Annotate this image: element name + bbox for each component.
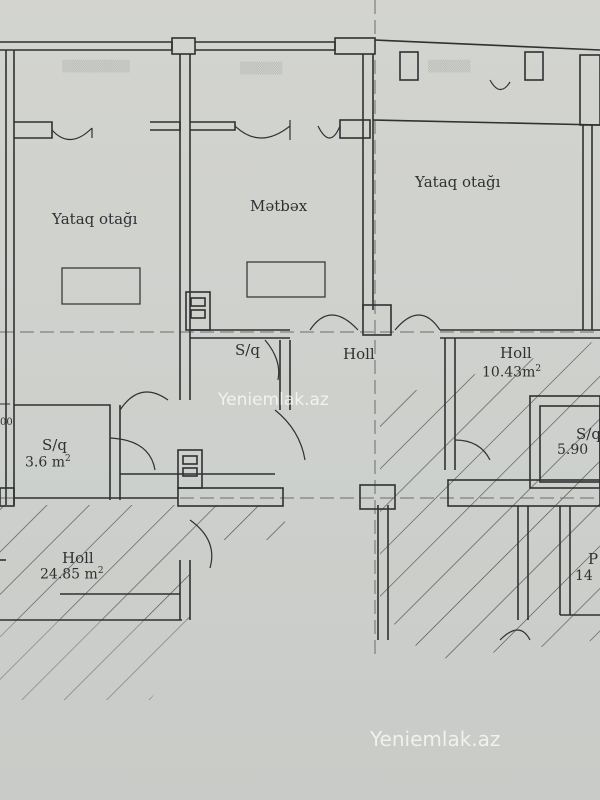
room-area-hall-right: 10.43m2 [482, 364, 542, 381]
room-label-bathroom-left: S/q [42, 436, 67, 454]
room-label-hall-right: Holl [500, 344, 532, 362]
room-label-kitchen: Mətbəx [250, 197, 308, 215]
furniture [61, 261, 326, 305]
room-area-bathroom-right: 5.90 [557, 442, 589, 458]
room-area-right-cut: 14 [575, 568, 593, 584]
watermark-bottom: Yeniemlak.az [370, 727, 501, 751]
left-dimension-mark: 00 [0, 417, 13, 428]
watermark-center: Yeniemlak.az [218, 390, 329, 410]
room-label-bedroom-left: Yataq otağı [52, 210, 138, 228]
faded-area-top-left: ▒▒▒▒▒▒▒▒ [62, 60, 130, 73]
room-label-bedroom-right: Yataq otağı [415, 173, 501, 191]
faded-area-top-right: ▒▒▒▒▒ [428, 60, 471, 73]
hatched-zone-right [380, 340, 600, 660]
room-label-right-cut: P [588, 550, 599, 568]
room-area-bathroom-left: 3.6 m2 [25, 454, 71, 471]
faded-area-top-center: ▒▒▒▒▒ [240, 62, 283, 75]
room-label-bathroom-right: S/q [576, 425, 600, 443]
door-swings [51, 79, 531, 641]
room-label-hall-bottom: Holl [62, 549, 94, 567]
hatched-zone-bottom-left [0, 505, 285, 620]
room-area-hall-bottom: 24.85 m2 [40, 566, 104, 583]
room-label-hall-center: Holl [343, 345, 375, 363]
walls [0, 37, 600, 640]
room-label-bathroom-small: S/q [235, 341, 260, 359]
hatched-zone-bottom-strip [0, 620, 210, 700]
